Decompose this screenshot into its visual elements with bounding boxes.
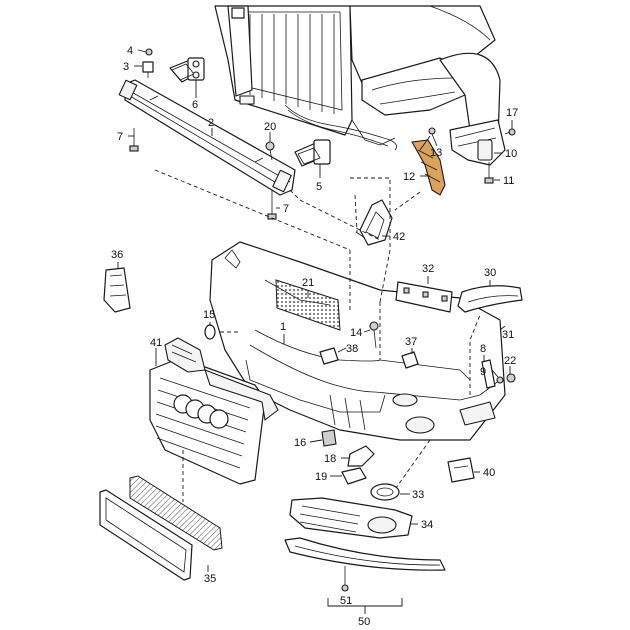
callout-12: 12 [403, 171, 415, 183]
callout-20: 20 [264, 121, 276, 133]
callout-10: 10 [505, 148, 517, 160]
callout-7a: 7 [117, 131, 123, 143]
callout-31: 31 [502, 329, 514, 341]
callout-1: 1 [280, 321, 286, 333]
callout-36: 36 [111, 249, 123, 261]
callout-50: 50 [358, 616, 370, 628]
guide-bracket [355, 199, 393, 246]
callout-51: 51 [340, 595, 352, 607]
callout-8: 8 [480, 343, 486, 355]
callout-34: 34 [421, 519, 433, 531]
leader-lines [117, 49, 513, 572]
lower-grille-34 [289, 497, 413, 539]
callout-37: 37 [405, 336, 417, 348]
callout-17: 17 [506, 107, 518, 119]
callout-30: 30 [484, 267, 496, 279]
callout-13: 13 [430, 147, 442, 159]
assembly-dash-lines [154, 169, 481, 502]
bumper-reinforcement-beam [118, 79, 296, 196]
side-bracket-right [411, 119, 516, 196]
wheelarch-trim-30 [457, 285, 523, 313]
callout-9: 9 [480, 366, 486, 378]
side-mount-32 [395, 281, 453, 313]
callout-35: 35 [204, 573, 216, 585]
callout-5: 5 [316, 181, 322, 193]
callout-41: 41 [150, 337, 162, 349]
crash-box-left [169, 57, 205, 83]
grille-bracket-36 [103, 267, 131, 313]
radiator-grille [149, 337, 279, 485]
callout-3: 3 [123, 61, 129, 73]
callout-19: 19 [315, 471, 327, 483]
license-plate-strip [275, 279, 341, 331]
callout-14: 14 [350, 327, 362, 339]
plate-carriers [99, 475, 223, 581]
callout-11: 11 [503, 175, 514, 187]
callout-40: 40 [483, 467, 495, 479]
callout-16: 16 [294, 437, 306, 449]
callout-32: 32 [422, 263, 434, 275]
callout-18: 18 [324, 453, 336, 465]
callout-21: 21 [302, 277, 314, 289]
callout-2: 2 [208, 117, 214, 129]
crash-box-right [294, 139, 331, 167]
lower-spoiler-lip [284, 537, 446, 614]
callout-6: 6 [192, 99, 198, 111]
vehicle-front-structure [214, 5, 501, 151]
callout-15: 15 [203, 309, 215, 321]
fog-light-ring [370, 483, 400, 501]
callout-7b: 7 [283, 203, 289, 215]
callout-labels: 4 3 6 2 7 20 5 7 17 13 10 12 11 42 36 21… [111, 45, 518, 628]
callout-38: 38 [346, 343, 358, 355]
callout-33: 33 [412, 489, 424, 501]
callout-42: 42 [393, 231, 405, 243]
callout-4: 4 [127, 45, 133, 57]
callout-22: 22 [504, 355, 516, 367]
fasteners-upper-left [129, 48, 277, 220]
